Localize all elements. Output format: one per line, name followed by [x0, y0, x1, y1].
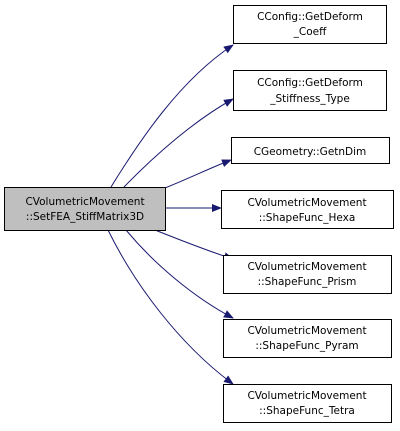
callee-node-7-box [223, 384, 392, 423]
callee-node-3-label-line1: CGeometry::GetnDim [254, 146, 367, 158]
callee-node-7-label-line1: CVolumetricMovement [247, 390, 366, 402]
callee-node-4-label-line2: ::ShapeFunc_Hexa [259, 212, 356, 224]
callee-node-2-label-line2: _Stiffness_Type [269, 93, 350, 105]
callee-node-4-box [221, 190, 394, 229]
callee-node-2-label-line1: CConfig::GetDeform [257, 77, 363, 89]
edge-to-callee-5 [154, 229, 234, 261]
edge-to-callee-3 [164, 159, 232, 189]
callee-node-1-box [233, 5, 387, 44]
callee-node-6[interactable]: CVolumetricMovement ::ShapeFunc_Pyram [223, 319, 392, 358]
callee-node-2-box [233, 70, 387, 111]
root-node-label-line2: ::SetFEA_StiffMatrix3D [26, 211, 144, 223]
callee-node-1-label-line2: _Coeff [293, 26, 327, 38]
callee-node-2[interactable]: CConfig::GetDeform _Stiffness_Type [233, 70, 387, 111]
callee-node-5-label-line1: CVolumetricMovement [247, 261, 366, 273]
root-node[interactable]: CVolumetricMovement ::SetFEA_StiffMatrix… [4, 187, 166, 231]
root-node-box [4, 187, 166, 231]
callee-node-5[interactable]: CVolumetricMovement ::ShapeFunc_Prism [223, 255, 392, 294]
callee-node-5-box [223, 255, 392, 294]
edges [107, 44, 234, 385]
callee-node-1-label-line1: CConfig::GetDeform [257, 11, 363, 23]
edge-to-callee-7 [107, 229, 234, 385]
callee-node-7[interactable]: CVolumetricMovement ::ShapeFunc_Tetra [223, 384, 392, 423]
callee-node-3[interactable]: CGeometry::GetnDim [231, 137, 390, 164]
callee-node-5-label-line2: ::ShapeFunc_Prism [258, 276, 357, 288]
callee-node-4-label-line1: CVolumetricMovement [247, 197, 366, 209]
callee-node-6-label-line1: CVolumetricMovement [247, 325, 366, 337]
edge-to-callee-6 [125, 229, 234, 319]
callee-node-3-box [231, 137, 390, 164]
callee-node-1[interactable]: CConfig::GetDeform _Coeff [233, 5, 387, 44]
callee-node-6-box [223, 319, 392, 358]
callee-node-7-label-line2: ::ShapeFunc_Tetra [259, 405, 355, 417]
callee-node-6-label-line2: ::ShapeFunc_Pyram [255, 340, 358, 352]
root-node-label-line1: CVolumetricMovement [25, 196, 144, 208]
edge-to-callee-1 [110, 44, 234, 188]
callee-node-4[interactable]: CVolumetricMovement ::ShapeFunc_Hexa [221, 190, 394, 229]
edge-to-callee-2 [123, 98, 234, 188]
